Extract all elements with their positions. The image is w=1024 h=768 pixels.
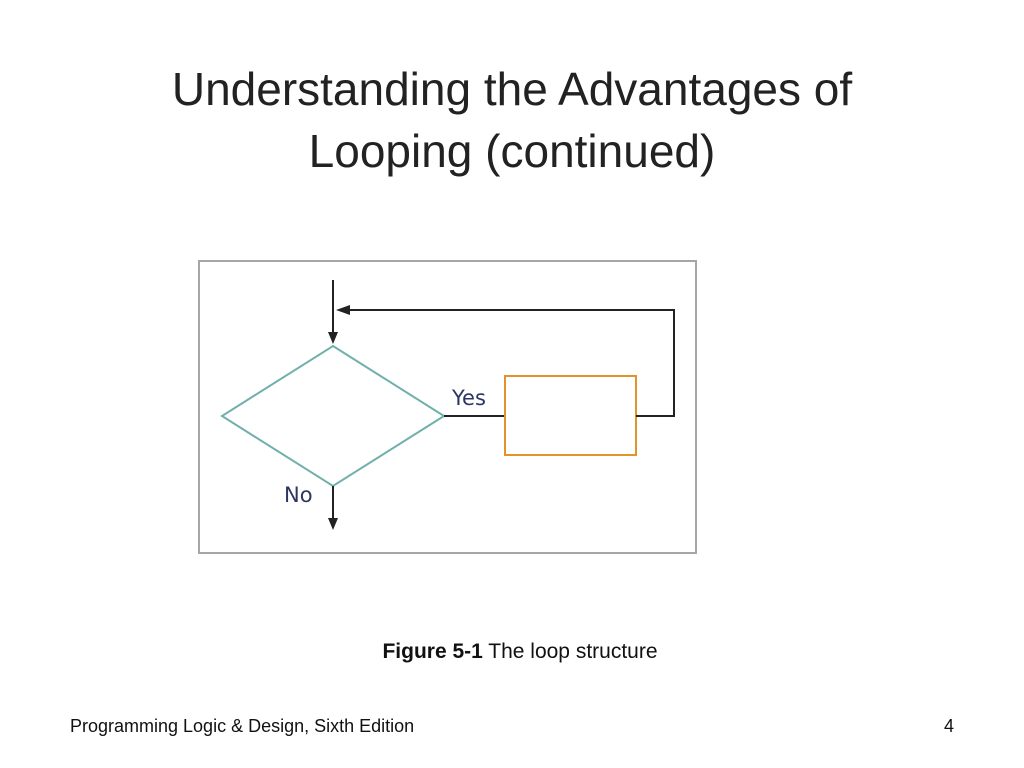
loop-structure-figure: Yes No	[198, 260, 697, 554]
slide-page-number: 4	[943, 716, 954, 736]
footer-book-title: Programming Logic & Design, Sixth Editio…	[70, 716, 415, 736]
decision-diamond	[220, 344, 446, 488]
title-line-2: Looping (continued)	[308, 125, 716, 177]
figure-caption: Figure 5-1 The loop structure	[0, 640, 1024, 664]
yes-label: Yes	[451, 386, 486, 410]
loop-back-arrowhead	[336, 305, 350, 315]
process-box	[504, 375, 637, 456]
title-line-1: Understanding the Advantages of	[171, 63, 853, 115]
loop-back-line	[346, 309, 675, 417]
figure-number: Figure 5-1	[382, 640, 483, 663]
exit-arrowhead	[328, 518, 338, 530]
figure-caption-text: The loop structure	[482, 640, 658, 663]
loop-flowchart: Yes No	[220, 280, 675, 530]
slide-title: Understanding the Advantages of Looping …	[0, 58, 1024, 182]
entry-arrowhead	[328, 332, 338, 344]
no-label: No	[284, 483, 313, 507]
